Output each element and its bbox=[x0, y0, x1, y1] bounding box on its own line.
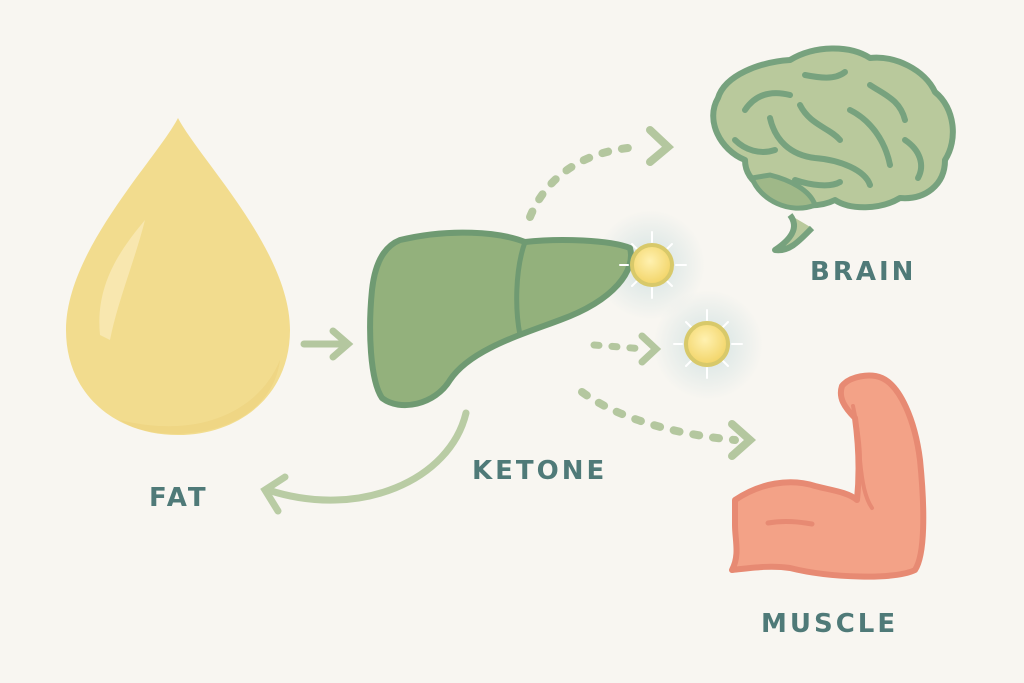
ketone-body-icon bbox=[673, 309, 743, 379]
fat-drop-icon bbox=[66, 118, 290, 435]
brain-label: BRAIN bbox=[810, 257, 917, 287]
muscle-arm-icon bbox=[729, 372, 927, 580]
arrow-liver-to-ketone-icon bbox=[590, 332, 662, 366]
ketone-body-icon bbox=[619, 231, 687, 299]
fat-label: FAT bbox=[149, 483, 209, 513]
arrow-liver-to-fat-icon bbox=[260, 409, 470, 515]
ketone-label: KETONE bbox=[472, 456, 608, 486]
arrow-fat-to-liver-icon bbox=[300, 327, 354, 361]
muscle-label: MUSCLE bbox=[761, 609, 899, 639]
brain-icon bbox=[710, 45, 956, 254]
arrow-liver-to-brain-icon bbox=[526, 126, 675, 221]
arrow-liver-to-muscle-icon bbox=[578, 388, 757, 460]
liver-icon bbox=[367, 229, 634, 409]
